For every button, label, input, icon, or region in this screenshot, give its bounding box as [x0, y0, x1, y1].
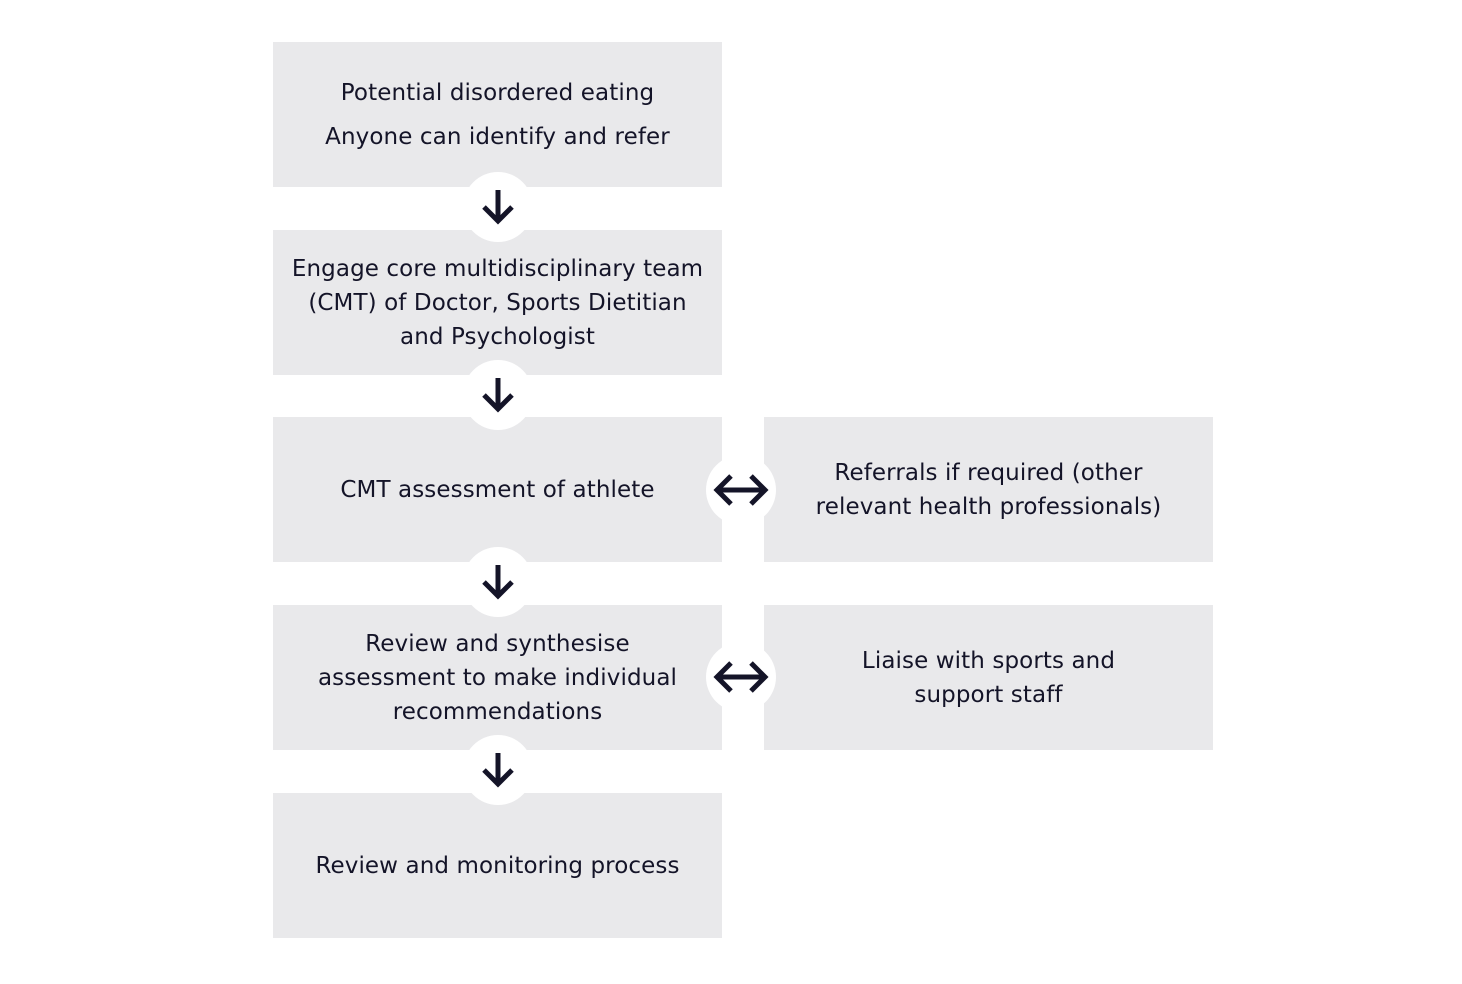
node-referrals: Referrals if required (other relevant he…	[764, 417, 1213, 562]
node-text: Review and synthesise	[365, 630, 630, 657]
connector-down-4	[463, 735, 533, 805]
node-text: Engage core multidisciplinary team	[291, 255, 704, 282]
double-arrow-icon	[713, 661, 769, 693]
node-text: Liaise with sports and	[861, 647, 1116, 674]
connector-down-3	[463, 547, 533, 617]
node-text: Anyone can identify and refer	[325, 123, 670, 150]
node-text: recommendations	[392, 698, 603, 725]
node-text: support staff	[914, 681, 1063, 708]
node-review-synthesise: Review and synthesise assessment to make…	[273, 605, 722, 750]
node-text: assessment to make individual	[317, 664, 678, 691]
connector-bidirectional-1	[706, 455, 776, 525]
arrow-down-icon	[482, 565, 514, 600]
node-text: Review and monitoring process	[315, 852, 680, 879]
connector-down-1	[463, 172, 533, 242]
arrow-down-icon	[482, 753, 514, 788]
node-text: relevant health professionals)	[815, 493, 1162, 520]
arrow-down-icon	[482, 190, 514, 225]
node-review-monitoring: Review and monitoring process	[273, 793, 722, 938]
node-cmt-assessment: CMT assessment of athlete	[273, 417, 722, 562]
double-arrow-icon	[713, 474, 769, 506]
node-text: Referrals if required (other	[834, 459, 1143, 486]
node-liaise: Liaise with sports and support staff	[764, 605, 1213, 750]
arrow-down-icon	[482, 378, 514, 413]
node-text: and Psychologist	[400, 323, 595, 350]
node-engage-cmt: Engage core multidisciplinary team (CMT)…	[273, 230, 722, 375]
node-text: Potential disordered eating	[340, 79, 655, 106]
connector-down-2	[463, 360, 533, 430]
node-text: CMT assessment of athlete	[340, 476, 655, 503]
node-potential-disordered-eating: Potential disordered eating Anyone can i…	[273, 42, 722, 187]
connector-bidirectional-2	[706, 642, 776, 712]
node-text: (CMT) of Doctor, Sports Dietitian	[308, 289, 687, 316]
